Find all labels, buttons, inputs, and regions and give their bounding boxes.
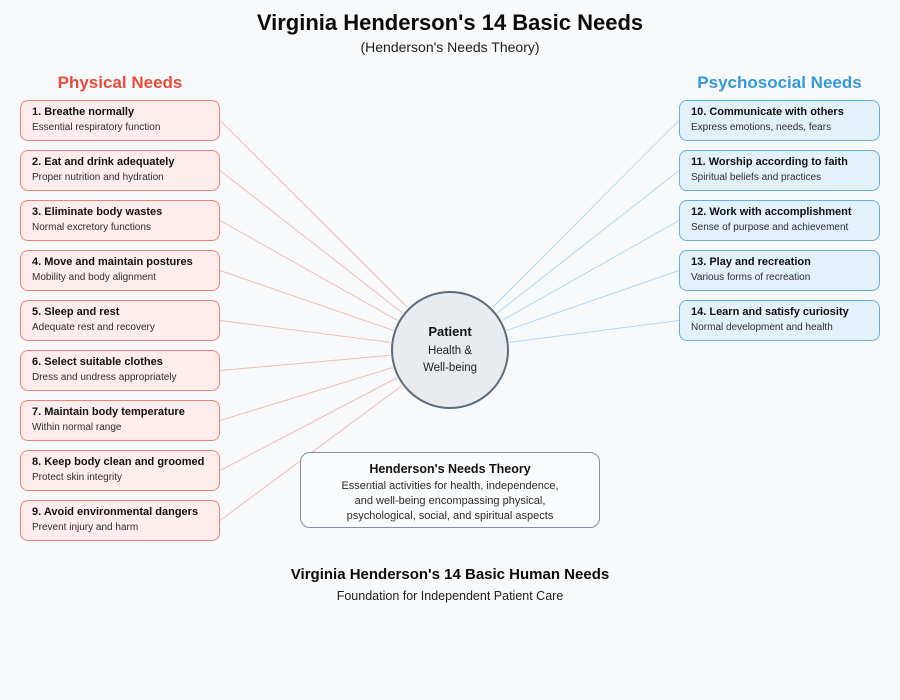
need-card-title: 1. Breathe normally	[32, 106, 135, 118]
need-card: 5. Sleep and rest Adequate rest and reco…	[20, 300, 220, 341]
need-card-title: 12. Work with accomplishment	[691, 206, 852, 218]
psychosocial-needs-header: Psychosocial Needs	[697, 73, 862, 92]
need-card-title: 5. Sleep and rest	[32, 306, 120, 318]
need-card-title: 14. Learn and satisfy curiosity	[691, 306, 849, 318]
psychosocial-needs-column: Psychosocial Needs 10. Communicate with …	[679, 74, 880, 350]
need-card: 6. Select suitable clothes Dress and und…	[20, 350, 220, 391]
need-card-desc: Proper nutrition and hydration	[32, 172, 164, 183]
psychosocial-needs-list: 10. Communicate with others Express emot…	[679, 100, 880, 341]
need-card: 13. Play and recreation Various forms of…	[679, 250, 880, 291]
need-card: 10. Communicate with others Express emot…	[679, 100, 880, 141]
need-card-desc: Spiritual beliefs and practices	[691, 172, 822, 183]
need-card: 3. Eliminate body wastes Normal excretor…	[20, 200, 220, 241]
need-card-desc: Adequate rest and recovery	[32, 322, 155, 333]
need-card-desc: Essential respiratory function	[32, 122, 161, 133]
need-card: 11. Worship according to faith Spiritual…	[679, 150, 880, 191]
need-card-title: 6. Select suitable clothes	[32, 356, 163, 368]
physical-needs-list: 1. Breathe normally Essential respirator…	[20, 100, 220, 541]
need-card-desc: Normal development and health	[691, 322, 833, 333]
need-card-desc: Within normal range	[32, 422, 122, 433]
need-card-title: 13. Play and recreation	[691, 256, 811, 268]
need-card-title: 2. Eat and drink adequately	[32, 156, 175, 168]
physical-needs-header: Physical Needs	[57, 73, 183, 92]
need-card-desc: Express emotions, needs, fears	[691, 122, 832, 133]
need-card: 14. Learn and satisfy curiosity Normal d…	[679, 300, 880, 341]
patient-node-title: Patient	[428, 323, 472, 339]
need-card: 12. Work with accomplishment Sense of pu…	[679, 200, 880, 241]
need-card-title: 7. Maintain body temperature	[32, 406, 185, 418]
need-card-title: 3. Eliminate body wastes	[32, 206, 163, 218]
need-card-desc: Mobility and body alignment	[32, 272, 156, 283]
footer-subtitle: Foundation for Independent Patient Care	[336, 589, 564, 603]
theory-box-line: psychological, social, and spiritual asp…	[346, 510, 554, 522]
theory-box-title: Henderson's Needs Theory	[369, 462, 531, 476]
need-card-title: 11. Worship according to faith	[691, 156, 848, 168]
page-title: Virginia Henderson's 14 Basic Needs	[256, 10, 644, 35]
need-card-title: 4. Move and maintain postures	[32, 256, 193, 268]
theory-box: Henderson's Needs Theory Essential activ…	[300, 452, 600, 528]
need-card: 8. Keep body clean and groomed Protect s…	[20, 450, 220, 491]
footer-title: Virginia Henderson's 14 Basic Human Need…	[290, 566, 610, 583]
need-card: 4. Move and maintain postures Mobility a…	[20, 250, 220, 291]
need-card-desc: Sense of purpose and achievement	[691, 222, 849, 233]
need-card: 2. Eat and drink adequately Proper nutri…	[20, 150, 220, 191]
patient-node-line1: Health &	[427, 344, 473, 357]
theory-box-line: Essential activities for health, indepen…	[341, 480, 559, 492]
need-card-desc: Protect skin integrity	[32, 472, 123, 483]
patient-node-line2: Well-being	[422, 361, 478, 374]
page-subtitle: (Henderson's Needs Theory)	[360, 39, 540, 55]
patient-node: Patient Health & Well-being	[391, 291, 509, 409]
need-card: 7. Maintain body temperature Within norm…	[20, 400, 220, 441]
need-card-title: 10. Communicate with others	[691, 106, 844, 118]
physical-needs-column: Physical Needs 1. Breathe normally Essen…	[20, 74, 220, 550]
need-card-title: 8. Keep body clean and groomed	[32, 456, 205, 468]
need-card: 9. Avoid environmental dangers Prevent i…	[20, 500, 220, 541]
need-card-title: 9. Avoid environmental dangers	[32, 506, 199, 518]
need-card: 1. Breathe normally Essential respirator…	[20, 100, 220, 141]
need-card-desc: Various forms of recreation	[691, 272, 811, 283]
need-card-desc: Prevent injury and harm	[32, 522, 139, 533]
need-card-desc: Dress and undress appropriately	[32, 372, 177, 383]
theory-box-line: and well-being encompassing physical,	[354, 495, 546, 507]
need-card-desc: Normal excretory functions	[32, 222, 151, 233]
